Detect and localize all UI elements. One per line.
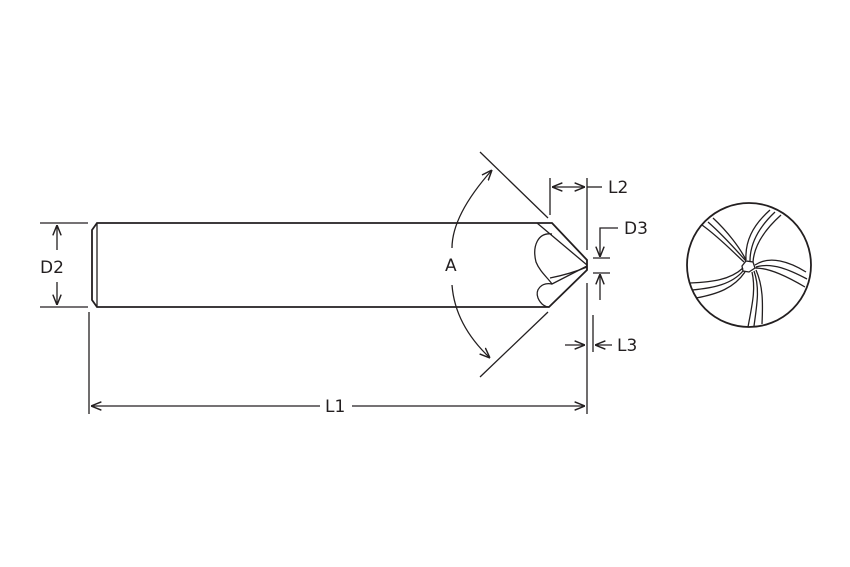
l2-dimension xyxy=(549,178,602,250)
d2-dimension xyxy=(40,222,88,308)
angle-dimension xyxy=(451,151,549,378)
d3-label: D3 xyxy=(624,219,648,239)
l1-label: L1 xyxy=(325,397,345,417)
angle-label: A xyxy=(445,256,457,276)
l1-dimension xyxy=(88,283,588,414)
tool-shank xyxy=(91,222,588,308)
l2-label: L2 xyxy=(608,178,628,198)
end-view xyxy=(686,202,812,328)
d3-dimension xyxy=(593,227,618,300)
l3-dimension xyxy=(565,315,612,352)
l3-label: L3 xyxy=(617,336,637,356)
d2-label: D2 xyxy=(40,258,64,278)
flute-geometry xyxy=(534,233,588,308)
